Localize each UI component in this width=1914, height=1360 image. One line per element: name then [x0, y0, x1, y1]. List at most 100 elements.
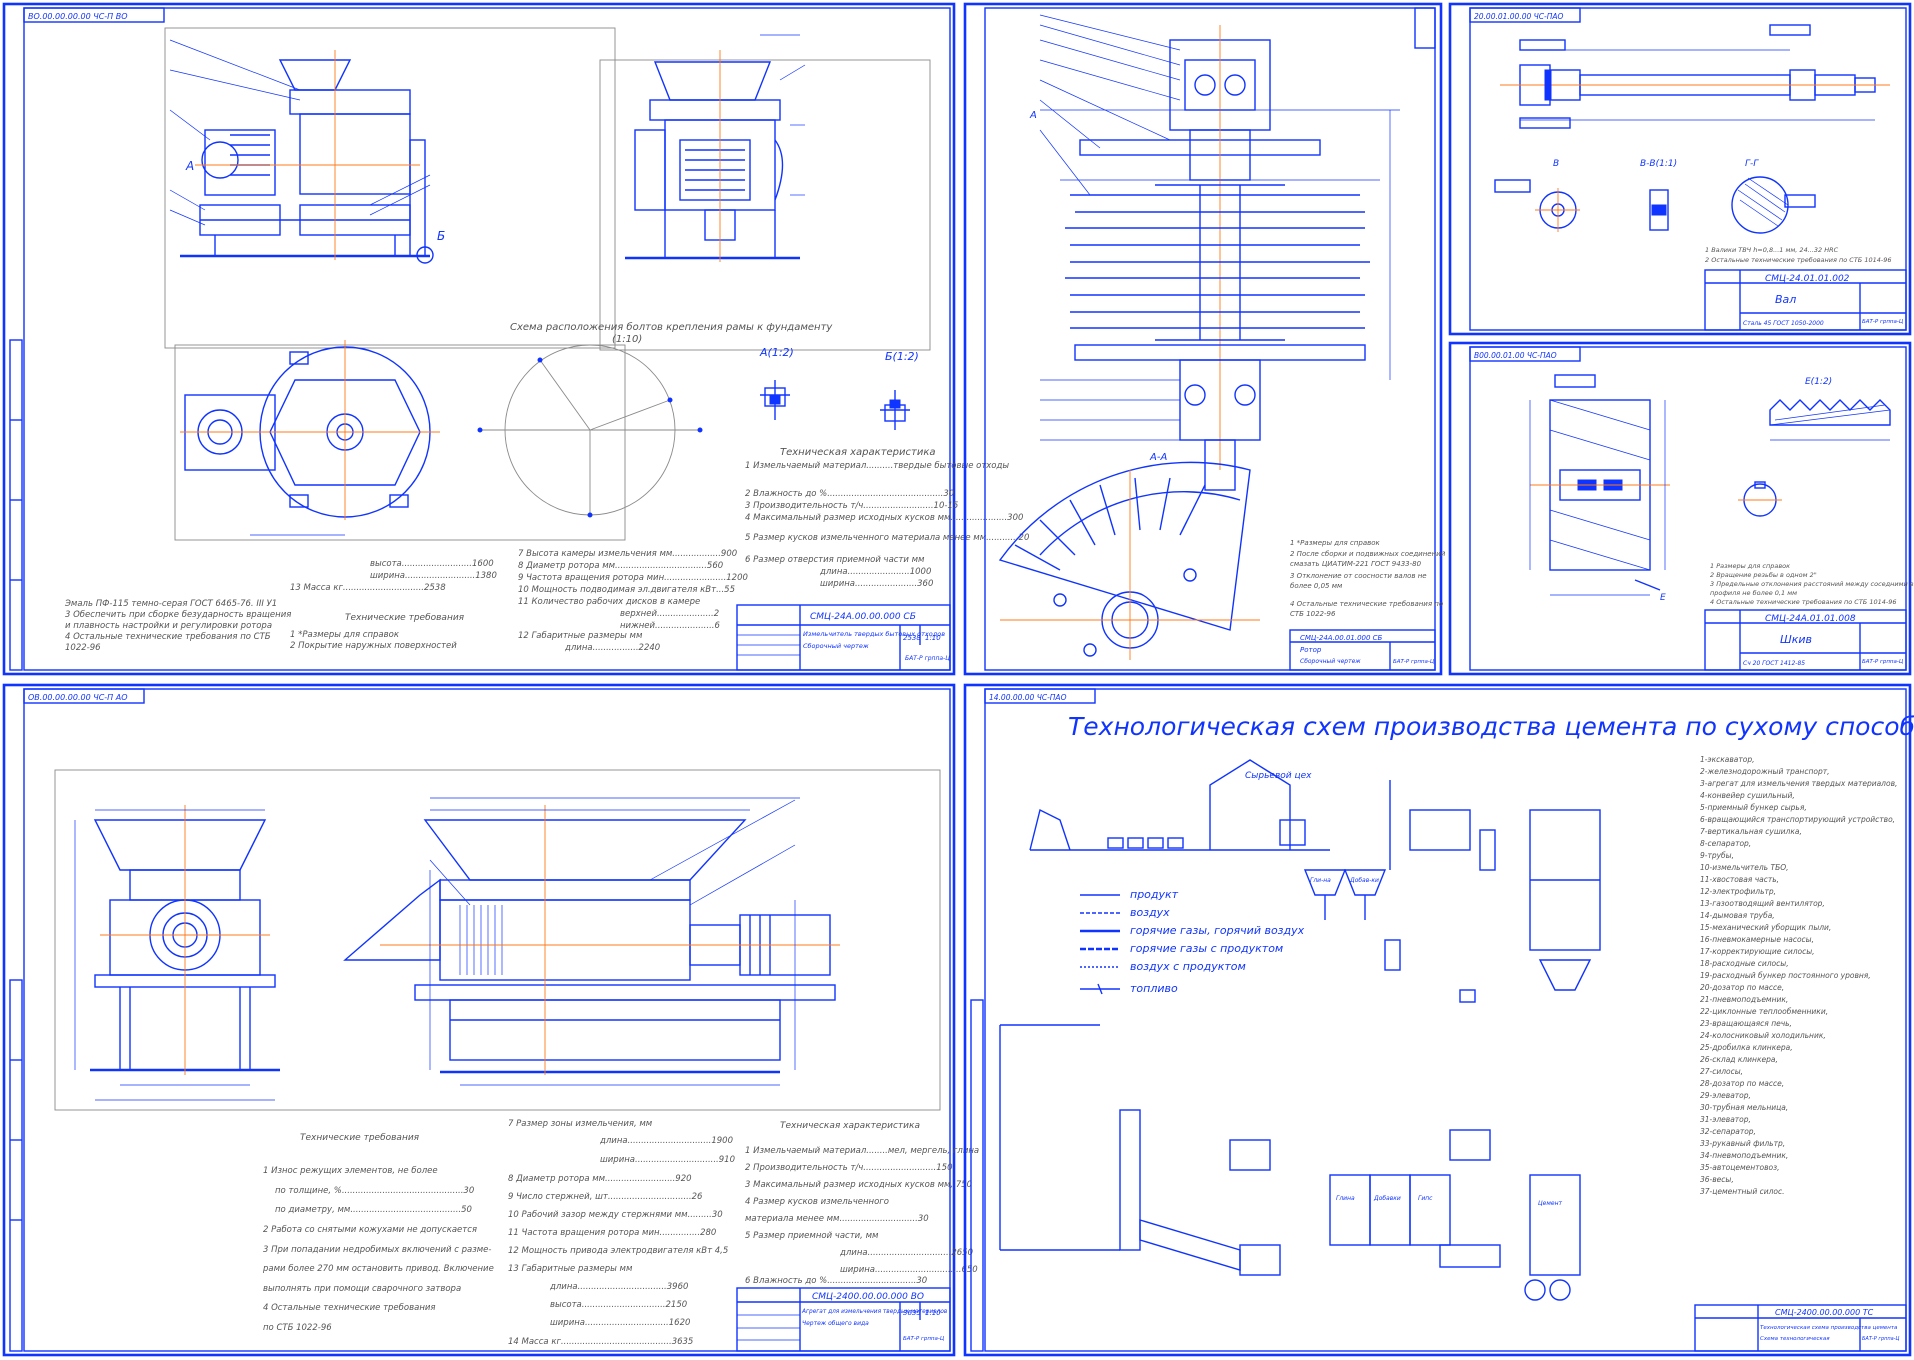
svg-text:длина.........................: длина.................................39…	[549, 1282, 688, 1292]
svg-text:36-весы,: 36-весы,	[1700, 1175, 1734, 1184]
svg-text:33-рукавный фильтр,: 33-рукавный фильтр,	[1700, 1139, 1785, 1148]
svg-text:32-сепаратор,: 32-сепаратор,	[1700, 1127, 1756, 1136]
svg-text:верхней.....................2: верхней.....................2	[620, 609, 719, 619]
sheet-2-frame	[984, 7, 1436, 671]
sheet-2-border	[963, 2, 1443, 676]
sheet-3-title-block: СМЦ-24.01.01.002 Вал Сталь 45 ГОСТ 1050-…	[1704, 269, 1907, 331]
sheet-4-notes: 1 Размеры для справок 2 Вращение резьбы …	[1710, 562, 1914, 606]
sheet-3-section-v: В	[1553, 159, 1559, 169]
sheet-5-title-block: СМЦ-2400.00.00.000 ВО Агрегат для измель…	[736, 1287, 951, 1352]
svg-text:2538: 2538	[903, 634, 921, 642]
svg-text:БАТ-Р грппа-Ц: БАТ-Р грппа-Ц	[905, 655, 950, 662]
svg-text:по толщине, %.................: по толщине, %...........................…	[275, 1186, 474, 1196]
svg-text:3 Производительность т/ч......: 3 Производительность т/ч................…	[745, 501, 958, 511]
svg-text:28-дозатор по массе,: 28-дозатор по массе,	[1700, 1079, 1784, 1088]
sheet-1-border	[2, 2, 956, 676]
sheet-2-section-title: А-А	[1149, 452, 1167, 463]
sheet-6-frame	[984, 688, 1907, 1352]
svg-text:11-хвостовая часть,: 11-хвостовая часть,	[1700, 875, 1779, 884]
sheet-1-view-frame-side	[599, 59, 931, 351]
sheet-5-code-box	[23, 688, 145, 704]
svg-text:1 Размеры для справок: 1 Размеры для справок	[1710, 562, 1790, 570]
sheet-6-silo-labels: Глина Добавки Гипс Цемент Гли-на Добав-к…	[1310, 877, 1562, 1207]
svg-text:4 Максимальный размер исходных: 4 Максимальный размер исходных кусков мм…	[745, 513, 1023, 523]
svg-text:8 Диаметр ротора мм...........: 8 Диаметр ротора мм.....................…	[518, 561, 723, 571]
svg-text:БАТ-Р грппа-Ц: БАТ-Р грппа-Ц	[903, 1336, 945, 1342]
svg-text:13 Габаритные размеры мм: 13 Габаритные размеры мм	[508, 1264, 633, 1274]
svg-text:30-трубная мельница,: 30-трубная мельница,	[1700, 1103, 1788, 1112]
svg-text:Цемент: Цемент	[1538, 1200, 1562, 1207]
svg-text:материала менее мм............: материала менее мм......................…	[745, 1214, 929, 1224]
svg-text:23-вращающаяся печь,: 23-вращающаяся печь,	[1700, 1019, 1792, 1028]
svg-text:4 Остальные технические требов: 4 Остальные технические требования	[263, 1303, 436, 1313]
svg-text:3 Максимальный размер исходных: 3 Максимальный размер исходных кусков мм…	[745, 1180, 972, 1190]
svg-text:выполнять при помощи сварочног: выполнять при помощи сварочного затвора	[263, 1284, 461, 1294]
sheet-3: 20.00.01.00.00 ЧС-ПАО В В-В(1:1) Г-Г 1 В…	[1448, 2, 1912, 336]
sheet-3-shaft	[1500, 24, 1890, 129]
sheet-6-title-block: СМЦ-2400.00.00.000 ТС Технологическая сх…	[1694, 1304, 1907, 1352]
sheet-1-plan-view	[180, 340, 440, 536]
svg-text:34-пневмоподъемник,: 34-пневмоподъемник,	[1700, 1151, 1788, 1160]
svg-text:4 Остальные технические требов: 4 Остальные технические требования по СТ…	[65, 632, 271, 642]
sheet-1-side-strip	[9, 339, 23, 671]
svg-text:Глина: Глина	[1336, 1195, 1355, 1202]
svg-text:2 Вращение резьбы в одном 2": 2 Вращение резьбы в одном 2"	[1710, 571, 1817, 579]
svg-text:37-цементный силос.: 37-цементный силос.	[1700, 1187, 1785, 1196]
sheet-3-code-box	[1469, 7, 1581, 23]
sheet-2: А А-А 1 *Размеры для справок 2 После сбо…	[963, 2, 1446, 676]
sheet-4-view-e-drawing	[1769, 399, 1891, 426]
sheet-4-view-e-title: Е(1:2)	[1805, 377, 1832, 387]
sheet-2-rotor-section: А	[1029, 14, 1400, 491]
svg-text:1 Износ режущих элементов, не: 1 Износ режущих элементов, не более	[263, 1166, 438, 1176]
sheet-5-view-frame	[54, 769, 941, 1111]
svg-text:длина.......................10: длина.......................1000	[819, 567, 931, 577]
svg-text:Агрегат для измельчения тверды: Агрегат для измельчения твердых материал…	[801, 1309, 948, 1315]
sheet-1-frame	[23, 7, 951, 671]
svg-text:горячие газы, горячий воздух: горячие газы, горячий воздух	[1130, 924, 1305, 937]
sheet-6-workshop: Сырьевой цех	[1245, 771, 1312, 781]
svg-text:горячие газы с продуктом: горячие газы с продуктом	[1130, 942, 1283, 955]
svg-text:ширина........................: ширина................................65…	[840, 1265, 978, 1275]
sheet-3-section-vv-drawing	[1649, 189, 1669, 231]
svg-text:29-элеватор,: 29-элеватор,	[1700, 1091, 1751, 1100]
svg-text:22-циклонные теплообменники,: 22-циклонные теплообменники,	[1700, 1007, 1828, 1016]
sheet-1-bolt-scheme	[477, 344, 703, 518]
svg-text:31-элеватор,: 31-элеватор,	[1700, 1115, 1751, 1124]
sheet-5-side-view	[343, 797, 840, 1086]
svg-text:смазать ЦИАТИМ-221 ГОСТ 9433-8: смазать ЦИАТИМ-221 ГОСТ 9433-80	[1290, 560, 1422, 568]
sheet-1-view-frame-main	[164, 27, 616, 349]
svg-text:8 Диаметр ротора мм...........: 8 Диаметр ротора мм.....................…	[508, 1174, 692, 1184]
svg-text:2 После сборки и подвижных сое: 2 После сборки и подвижных соединений	[1290, 550, 1446, 558]
svg-text:9 Число стержней, шт..........: 9 Число стержней, шт....................…	[508, 1192, 703, 1202]
sheet-2-code-box	[1414, 7, 1436, 49]
svg-text:Измельчитель твердых бытовых о: Измельчитель твердых бытовых отходов	[803, 630, 945, 638]
sheet-4-border	[1448, 341, 1912, 676]
sheet-1: ВО.00.00.00.00 ЧС-П ВО А Б	[2, 2, 1029, 676]
sheet-3-frame	[1469, 7, 1907, 331]
sheet-3-note-2: 2 Остальные технические требования по СТ…	[1705, 256, 1891, 264]
svg-text:ширина........................: ширина...............................162…	[550, 1318, 690, 1328]
svg-text:18-расходные силосы,: 18-расходные силосы,	[1700, 959, 1789, 968]
sheet-4-title-block: СМЦ-24А.01.01.008 Шкив Сч 20 ГОСТ 1412-8…	[1704, 609, 1907, 671]
svg-text:СМЦ-24А.00.01.000 СБ: СМЦ-24А.00.01.000 СБ	[1300, 634, 1383, 642]
svg-text:длина.........................: длина...............................1900	[599, 1136, 733, 1146]
sheet-4-code-box	[1469, 346, 1581, 362]
svg-text:1:10: 1:10	[925, 1309, 941, 1317]
sheet-6-code-box	[984, 688, 1096, 704]
svg-text:15-механический уборщик пыли,: 15-механический уборщик пыли,	[1700, 923, 1831, 932]
svg-text:7-вертикальная сушилка,: 7-вертикальная сушилка,	[1700, 827, 1802, 836]
sheet-1-scale: (1:10)	[612, 334, 642, 345]
svg-text:СМЦ-24А.00.00.000 СБ: СМЦ-24А.00.00.000 СБ	[810, 612, 916, 622]
svg-text:Вал: Вал	[1775, 293, 1796, 306]
sheet-1-view-frame-plan	[174, 344, 626, 541]
svg-text:7 Высота камеры измельчения мм: 7 Высота камеры измельчения мм..........…	[518, 549, 737, 559]
svg-text:6 Влажность до %..............: 6 Влажность до %........................…	[745, 1276, 927, 1286]
svg-text:по СТБ 1022-96: по СТБ 1022-96	[263, 1323, 332, 1333]
svg-text:5 Размер кусков измельченного: 5 Размер кусков измельченного материала …	[745, 533, 1029, 543]
svg-text:12 Мощность привода электродви: 12 Мощность привода электродвигателя кВт…	[508, 1246, 728, 1256]
svg-text:длина.........................: длина...............................2650	[839, 1248, 973, 1258]
svg-text:Гли-на: Гли-на	[1310, 877, 1331, 884]
sheet-6-side-strip	[970, 999, 984, 1352]
svg-text:по диаметру, мм...............: по диаметру, мм.........................…	[275, 1205, 472, 1215]
